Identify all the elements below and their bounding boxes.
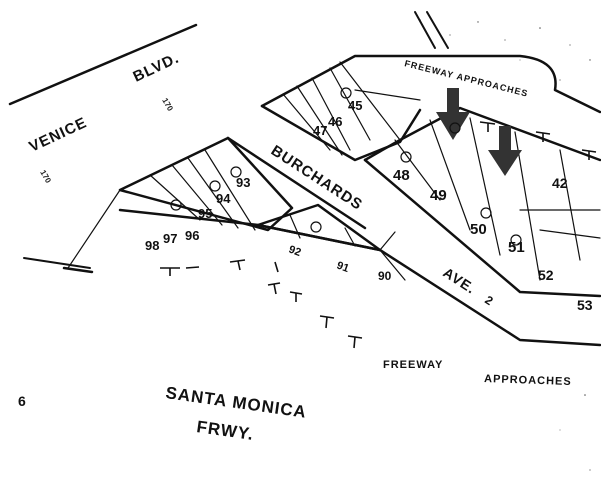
lot-94: 94	[216, 191, 231, 206]
distance-mark-b: 170	[38, 169, 53, 186]
left-block	[67, 136, 294, 269]
lot-47: 47	[313, 123, 327, 138]
sheet-number: 6	[18, 393, 27, 409]
freeway-bottom-label: FREEWAY	[383, 359, 443, 371]
lot-46: 46	[328, 114, 342, 129]
parcel-circles	[170, 87, 522, 246]
burchards-label: BURCHARDS	[268, 142, 366, 214]
venice-blvd-road	[8, 23, 198, 274]
approaches-bottom-label: APPROACHES	[484, 373, 572, 388]
santa-monica-label: SANTA MONICA	[164, 383, 308, 422]
paper-speckle	[419, 19, 591, 471]
burchards-ave-road	[118, 136, 601, 347]
lot-93: 93	[236, 175, 250, 190]
right-block	[363, 106, 601, 298]
distance-mark-a: 170	[160, 97, 175, 114]
lot-96: 96	[185, 228, 199, 243]
lot-49: 49	[430, 187, 447, 204]
parcel-arrow-right	[488, 126, 522, 176]
lot-90: 90	[378, 269, 392, 283]
lot-52: 52	[538, 267, 554, 283]
lot-95: 95	[198, 206, 212, 221]
lot-97: 97	[163, 231, 177, 246]
lot-numbers: 98 97 96 95 94 93 92 91 90 45 46 47 48 4…	[145, 98, 593, 313]
lot-98: 98	[145, 238, 159, 253]
lot-91: 91	[335, 260, 351, 275]
lot-42: 42	[552, 175, 568, 191]
lot-92: 92	[287, 244, 303, 259]
lot-45: 45	[348, 98, 362, 113]
venice-label: VENICE	[27, 114, 90, 156]
row-tick-marks	[160, 121, 597, 349]
freeway-approaches-top-label: FREEWAY APPROACHES	[404, 58, 530, 98]
lot-50: 50	[470, 221, 487, 238]
ave-number-label: 2	[482, 293, 496, 309]
lot-51: 51	[508, 239, 525, 256]
freeway-boundary	[414, 11, 449, 49]
blvd-label: BLVD.	[131, 50, 182, 86]
parcel-arrow-left	[436, 88, 470, 140]
lot-48: 48	[393, 167, 410, 184]
upper-block	[260, 54, 601, 162]
frwy-label: FRWY.	[195, 417, 255, 444]
lot-53: 53	[577, 297, 593, 313]
